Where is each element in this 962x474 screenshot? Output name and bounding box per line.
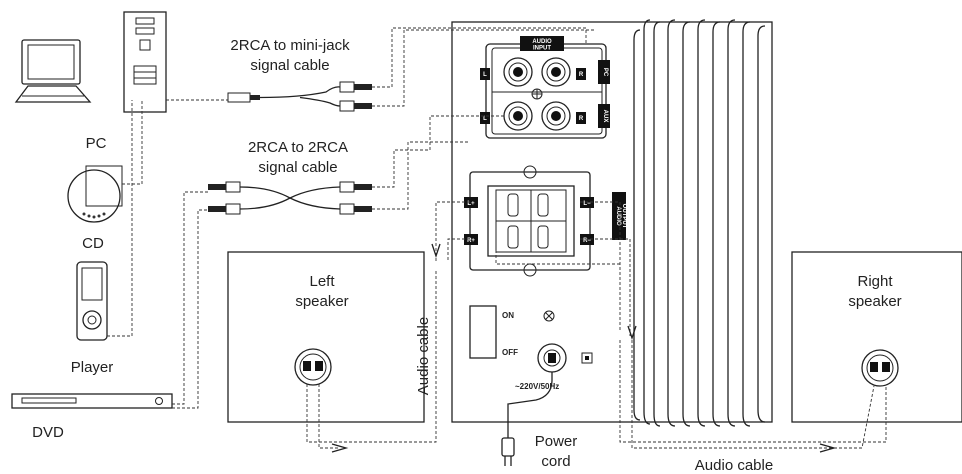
svg-text:R: R (579, 116, 584, 122)
subwoofer-cabinet: AUDIO INPUT L R L R PC AUX (451, 19, 773, 427)
svg-text:signal cable: signal cable (250, 57, 329, 74)
rca-to-rca-cable (208, 181, 372, 215)
rca-plug (339, 81, 372, 93)
dvd-label: DVD (32, 424, 64, 441)
rca-plug (208, 203, 241, 215)
dvd-player-icon (11, 393, 173, 409)
heatsink-fins (633, 19, 766, 427)
voltage-label: ~220V/50Hz (515, 382, 559, 391)
rca-jack-aux-right[interactable] (541, 101, 571, 131)
rca-jack-aux-left[interactable] (503, 101, 533, 131)
tower-icon (123, 11, 167, 113)
svg-text:R: R (579, 72, 584, 78)
power-cord (507, 372, 553, 438)
svg-text:R+: R+ (467, 238, 475, 244)
pc-label: PC (86, 135, 107, 152)
rca-plug (339, 181, 372, 193)
svg-text:INPUT: INPUT (533, 46, 551, 52)
audio-input-panel: AUDIO INPUT L R L R PC AUX (480, 36, 610, 139)
left-speaker-label: Left (309, 273, 335, 290)
svg-text:OUTPUT: OUTPUT (621, 204, 627, 229)
signal-routing-lines (107, 27, 596, 409)
right-speaker-box (791, 251, 962, 423)
svg-text:speaker: speaker (295, 293, 348, 310)
svg-text:L−: L− (583, 201, 591, 207)
audio-output-panel: L+ R+ L− R− AUDIO OUTPUT (464, 165, 627, 277)
fuse-icon (543, 310, 555, 322)
power-cord-label: Power (535, 433, 578, 450)
pc-input-tag: PC (602, 68, 608, 77)
power-switch[interactable]: ON OFF (469, 305, 518, 359)
rca-plug (339, 100, 372, 112)
audio-input-label: AUDIO (532, 39, 552, 45)
right-speaker-label: Right (857, 273, 893, 290)
cd-player-icon (67, 165, 123, 223)
ground-icon (581, 352, 593, 364)
svg-text:signal cable: signal cable (258, 159, 337, 176)
svg-text:R−: R− (583, 238, 591, 244)
aux-input-tag: AUX (602, 110, 608, 123)
cd-label: CD (82, 235, 104, 252)
audio-cable-left-label: Audio cable (415, 317, 432, 395)
computer-icon (14, 39, 92, 103)
player-label: Player (71, 359, 114, 376)
svg-text:L: L (483, 116, 487, 122)
speaker-terminal-icon (861, 349, 899, 387)
rca-cable-label: 2RCA to 2RCA (248, 139, 348, 156)
rca-jack-pc-left[interactable] (503, 57, 533, 87)
svg-text:speaker: speaker (848, 293, 901, 310)
mp3-player-icon (76, 261, 108, 341)
speaker-audio-cables (306, 201, 887, 453)
power-plug-icon (501, 437, 515, 466)
audio-output-label: AUDIO (615, 206, 621, 226)
rca-jack-pc-right[interactable] (541, 57, 571, 87)
audio-cable-bottom-label: Audio cable (695, 457, 773, 474)
svg-text:L+: L+ (467, 201, 475, 207)
on-label: ON (502, 311, 514, 320)
power-socket-icon (537, 343, 567, 373)
svg-text:L: L (483, 72, 487, 78)
svg-text:cord: cord (541, 453, 570, 470)
mini-jack-cable-label: 2RCA to mini-jack (230, 37, 350, 54)
rca-plug (208, 181, 241, 193)
terminal-clips[interactable] (507, 193, 549, 249)
off-label: OFF (502, 348, 518, 357)
mini-jack-cable (227, 81, 372, 112)
speaker-terminal-icon (294, 348, 332, 386)
rca-plug (339, 203, 372, 215)
left-speaker-box (227, 251, 425, 423)
